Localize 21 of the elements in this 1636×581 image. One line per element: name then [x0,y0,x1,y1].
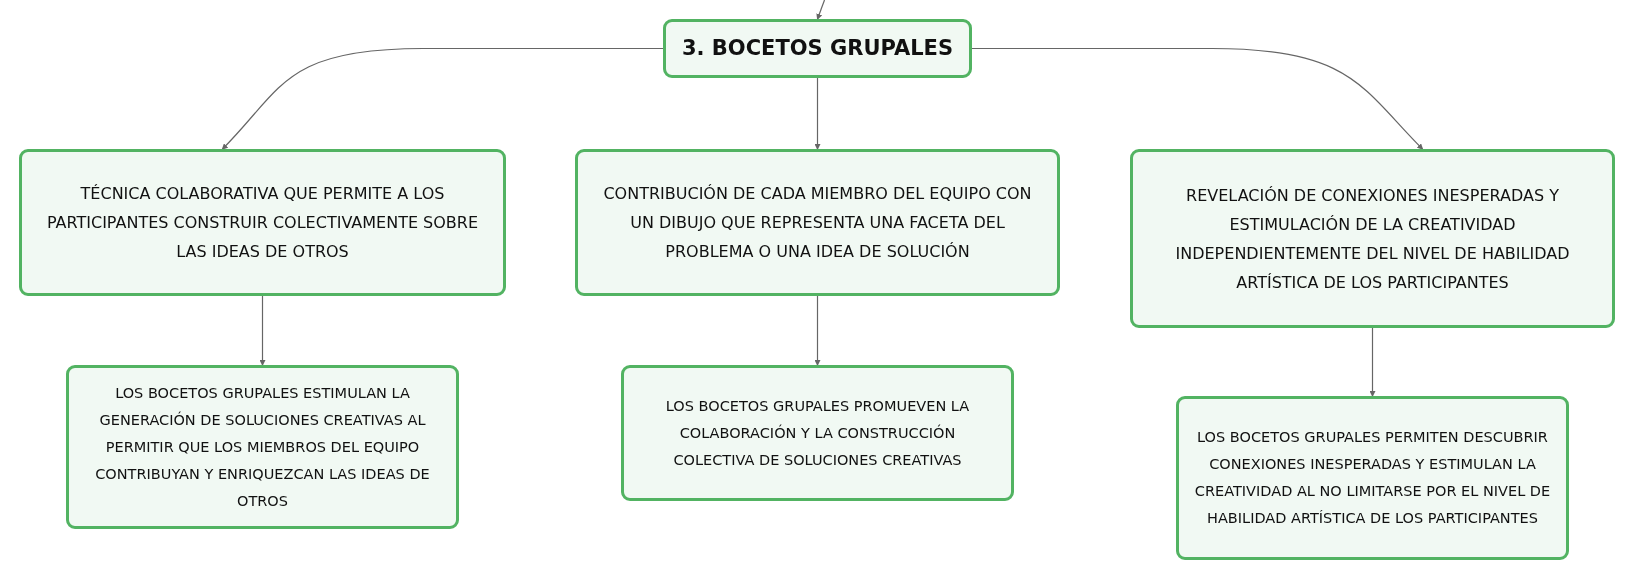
connector-arrow [814,295,821,366]
idea-text: TÉCNICA COLABORATIVA QUE PERMITE A LOS PARTICIPANTES CONSTRUIR COLECTIVAMENTE SOBRE LAS IDEAS DE OTROS [45,183,480,263]
connector-arrow [1369,327,1376,397]
connector-arrow [259,295,266,366]
idea-text: LOS BOCETOS GRUPALES ESTIMULAN LA GENERACIÓN DE SOLUCIONES CREATIVAS AL PERMITIR QUE LOS MIEMBROS DEL EQUIPO CONTRIBUYAN Y ENRIQUEZCAN LAS IDEAS DE OTROS [94,383,431,511]
topic-title: 3. BOCETOS GRUPALES [681,35,954,62]
idea-box [1176,396,1569,560]
idea-box [19,149,506,296]
idea-box [621,365,1014,501]
connector-arrow [814,77,821,150]
idea-box [1130,149,1615,328]
connector-arrow [971,47,1424,150]
idea-text: REVELACIÓN DE CONEXIONES INESPERADAS Y ESTIMULACIÓN DE LA CREATIVIDAD INDEPENDIENTEMENTE DEL NIVEL DE HABILIDAD ARTÍSTICA DE LOS PARTICIPANTES [1174,184,1571,294]
idea-text: LOS BOCETOS GRUPALES PERMITEN DESCUBRIR CONEXIONES INESPERADAS Y ESTIMULAN LA CREATIVIDAD AL NO LIMITARSE POR EL NIVEL DE HABILIDAD ARTÍSTICA DE LOS PARTICIPANTES [1193,428,1552,528]
idea-text: CONTRIBUCIÓN DE CADA MIEMBRO DEL EQUIPO CON UN DIBUJO QUE REPRESENTA UNA FACETA DEL PROBLEMA O UNA IDEA DE SOLUCIÓN [602,183,1033,263]
idea-box [575,149,1060,296]
idea-text: LOS BOCETOS GRUPALES PROMUEVEN LA COLABORACIÓN Y LA CONSTRUCCIÓN COLECTIVA DE SOLUCIONES CREATIVAS [664,396,971,470]
connector-arrow [816,0,826,20]
idea-box [66,365,459,529]
connector-arrow [221,47,664,150]
topic-box [663,19,972,78]
